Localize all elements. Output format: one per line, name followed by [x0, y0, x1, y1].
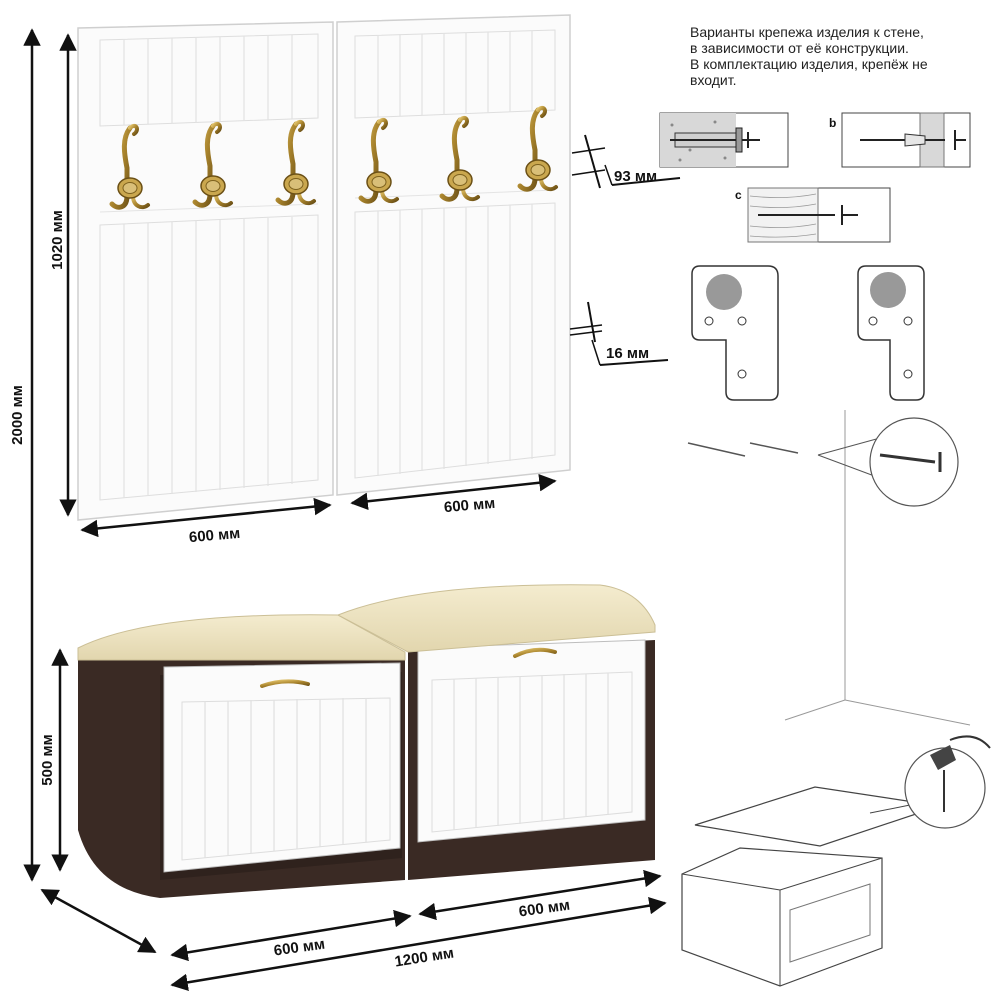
dimension-panel-thickness: 16 мм: [569, 301, 669, 366]
mounting-variant-b: b: [829, 112, 971, 168]
mounting-note-line-2: в зависимости от её конструкции.: [690, 40, 909, 56]
dimension-bench-width-left: 600 мм: [170, 909, 412, 962]
mounting-note-line-1: Варианты крепежа изделия к стене,: [690, 24, 924, 40]
wall-panel-right: [336, 14, 571, 496]
dimension-panel-width-left: 600 мм: [80, 497, 332, 546]
dimension-hook-depth: 93 мм: [571, 134, 681, 189]
screw-icon: [687, 442, 746, 457]
panel-thickness-label: 16 мм: [606, 345, 649, 362]
shoe-bench: [77, 584, 656, 898]
mounting-note: Варианты крепежа изделия к стене, в зави…: [690, 24, 995, 88]
mounting-bracket-right: [857, 265, 925, 401]
dimension-bench-width-right: 600 мм: [418, 869, 662, 921]
wall-corner-screws: [687, 410, 971, 726]
drawer-handle-left: [260, 679, 310, 688]
bench-width-left-label: 600 мм: [273, 936, 326, 960]
mounting-bracket-left: [691, 265, 779, 401]
panel-height-label: 1020 мм: [49, 210, 66, 270]
panel-width-right-label: 600 мм: [443, 495, 496, 516]
mounting-variant-a: [659, 112, 789, 168]
dimension-panel-height: 1020 мм: [49, 33, 77, 517]
screw-icon: [749, 442, 799, 454]
variant-c-label: c: [735, 188, 742, 202]
bench-total-width-label: 1200 мм: [393, 944, 455, 970]
variant-b-label: b: [829, 116, 836, 130]
mounting-note-line-4: входит.: [690, 72, 737, 88]
bench-height-label: 500 мм: [39, 734, 56, 785]
dimension-total-height: 2000 мм: [9, 28, 41, 882]
dimension-bench-height: 500 мм: [39, 648, 69, 872]
assembly-diagram: [681, 735, 991, 987]
bench-width-right-label: 600 мм: [518, 897, 571, 921]
hand-hammer-icon: [949, 735, 991, 749]
dimension-bench-depth: [40, 888, 157, 954]
dimension-panel-width-right: 600 мм: [350, 473, 557, 516]
hook-depth-label: 93 мм: [614, 168, 657, 185]
panel-width-left-label: 600 мм: [188, 525, 241, 546]
total-height-label: 2000 мм: [9, 385, 26, 445]
mounting-note-line-3: В комплектацию изделия, крепёж не: [690, 56, 928, 72]
mounting-variant-c: c: [735, 187, 891, 243]
wall-panel-left: [77, 21, 334, 521]
drawer-handle-right: [513, 647, 557, 658]
